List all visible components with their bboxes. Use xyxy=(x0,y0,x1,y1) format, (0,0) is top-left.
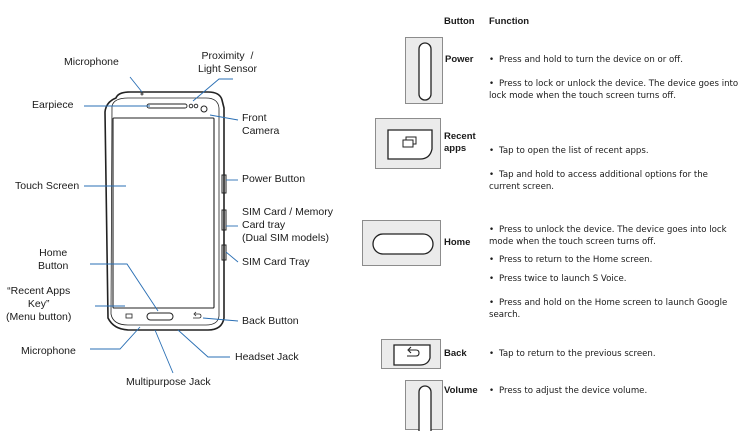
recent-apps-key-icon xyxy=(387,129,433,160)
button-name-power: Power xyxy=(445,54,474,65)
home-key-icon xyxy=(372,233,434,255)
function-home-1: •Press to unlock the device. The device … xyxy=(489,225,727,247)
label-headset-jack: Headset Jack xyxy=(235,351,299,363)
label-multipurpose-jack: Multipurpose Jack xyxy=(126,376,211,388)
power-key-tile xyxy=(405,37,443,104)
volume-key-icon xyxy=(418,385,432,431)
label-earpiece: Earpiece xyxy=(32,99,74,111)
label-front-camera: Front Camera xyxy=(242,112,280,137)
recent-apps-key-tile xyxy=(375,118,441,169)
power-key-icon xyxy=(418,42,432,101)
touch-screen xyxy=(112,117,215,309)
header-function: Function xyxy=(489,16,530,27)
label-sim-memory-tray: SIM Card / Memory Card tray (Dual SIM mo… xyxy=(242,206,334,244)
home-key-tile xyxy=(362,220,441,266)
function-recent-apps-2: •Tap and hold to access additional optio… xyxy=(489,170,708,192)
front-camera-lens xyxy=(200,105,208,113)
label-power-button: Power Button xyxy=(242,173,306,185)
back-key-icon xyxy=(393,344,431,366)
function-home-3: •Press twice to launch S Voice. xyxy=(489,274,627,284)
label-microphone-top: Microphone xyxy=(64,56,119,68)
function-power-1: •Press and hold to turn the device on or… xyxy=(489,55,683,65)
function-back-1: •Tap to return to the previous screen. xyxy=(489,349,656,359)
earpiece-slot xyxy=(146,103,188,109)
header-button: Button xyxy=(444,16,475,27)
button-name-home: Home xyxy=(444,237,471,248)
volume-key-tile xyxy=(405,380,443,431)
back-key-tile xyxy=(381,339,441,369)
label-recent-apps-key: “Recent Apps Key” (Menu button) xyxy=(6,285,72,323)
function-home-4: •Press and hold on the Home screen to la… xyxy=(489,298,728,320)
label-microphone-bottom: Microphone xyxy=(21,345,76,357)
phone-body xyxy=(104,91,225,331)
button-name-back: Back xyxy=(444,348,467,359)
label-proximity-sensor: Proximity / Light Sensor xyxy=(198,50,257,75)
function-recent-apps-1: •Tap to open the list of recent apps. xyxy=(489,146,649,156)
label-touch-screen: Touch Screen xyxy=(15,180,80,192)
home-button-shape xyxy=(146,312,174,321)
function-volume-1: •Press to adjust the device volume. xyxy=(489,386,648,396)
label-home-button: Home Button xyxy=(38,247,69,272)
function-power-2: •Press to lock or unlock the device. The… xyxy=(489,79,739,101)
button-name-recent-apps: Recent apps xyxy=(444,131,476,154)
label-sim-tray: SIM Card Tray xyxy=(242,256,310,268)
label-back-button: Back Button xyxy=(242,315,299,327)
button-name-volume: Volume xyxy=(444,385,478,396)
function-home-2: •Press to return to the Home screen. xyxy=(489,255,653,265)
